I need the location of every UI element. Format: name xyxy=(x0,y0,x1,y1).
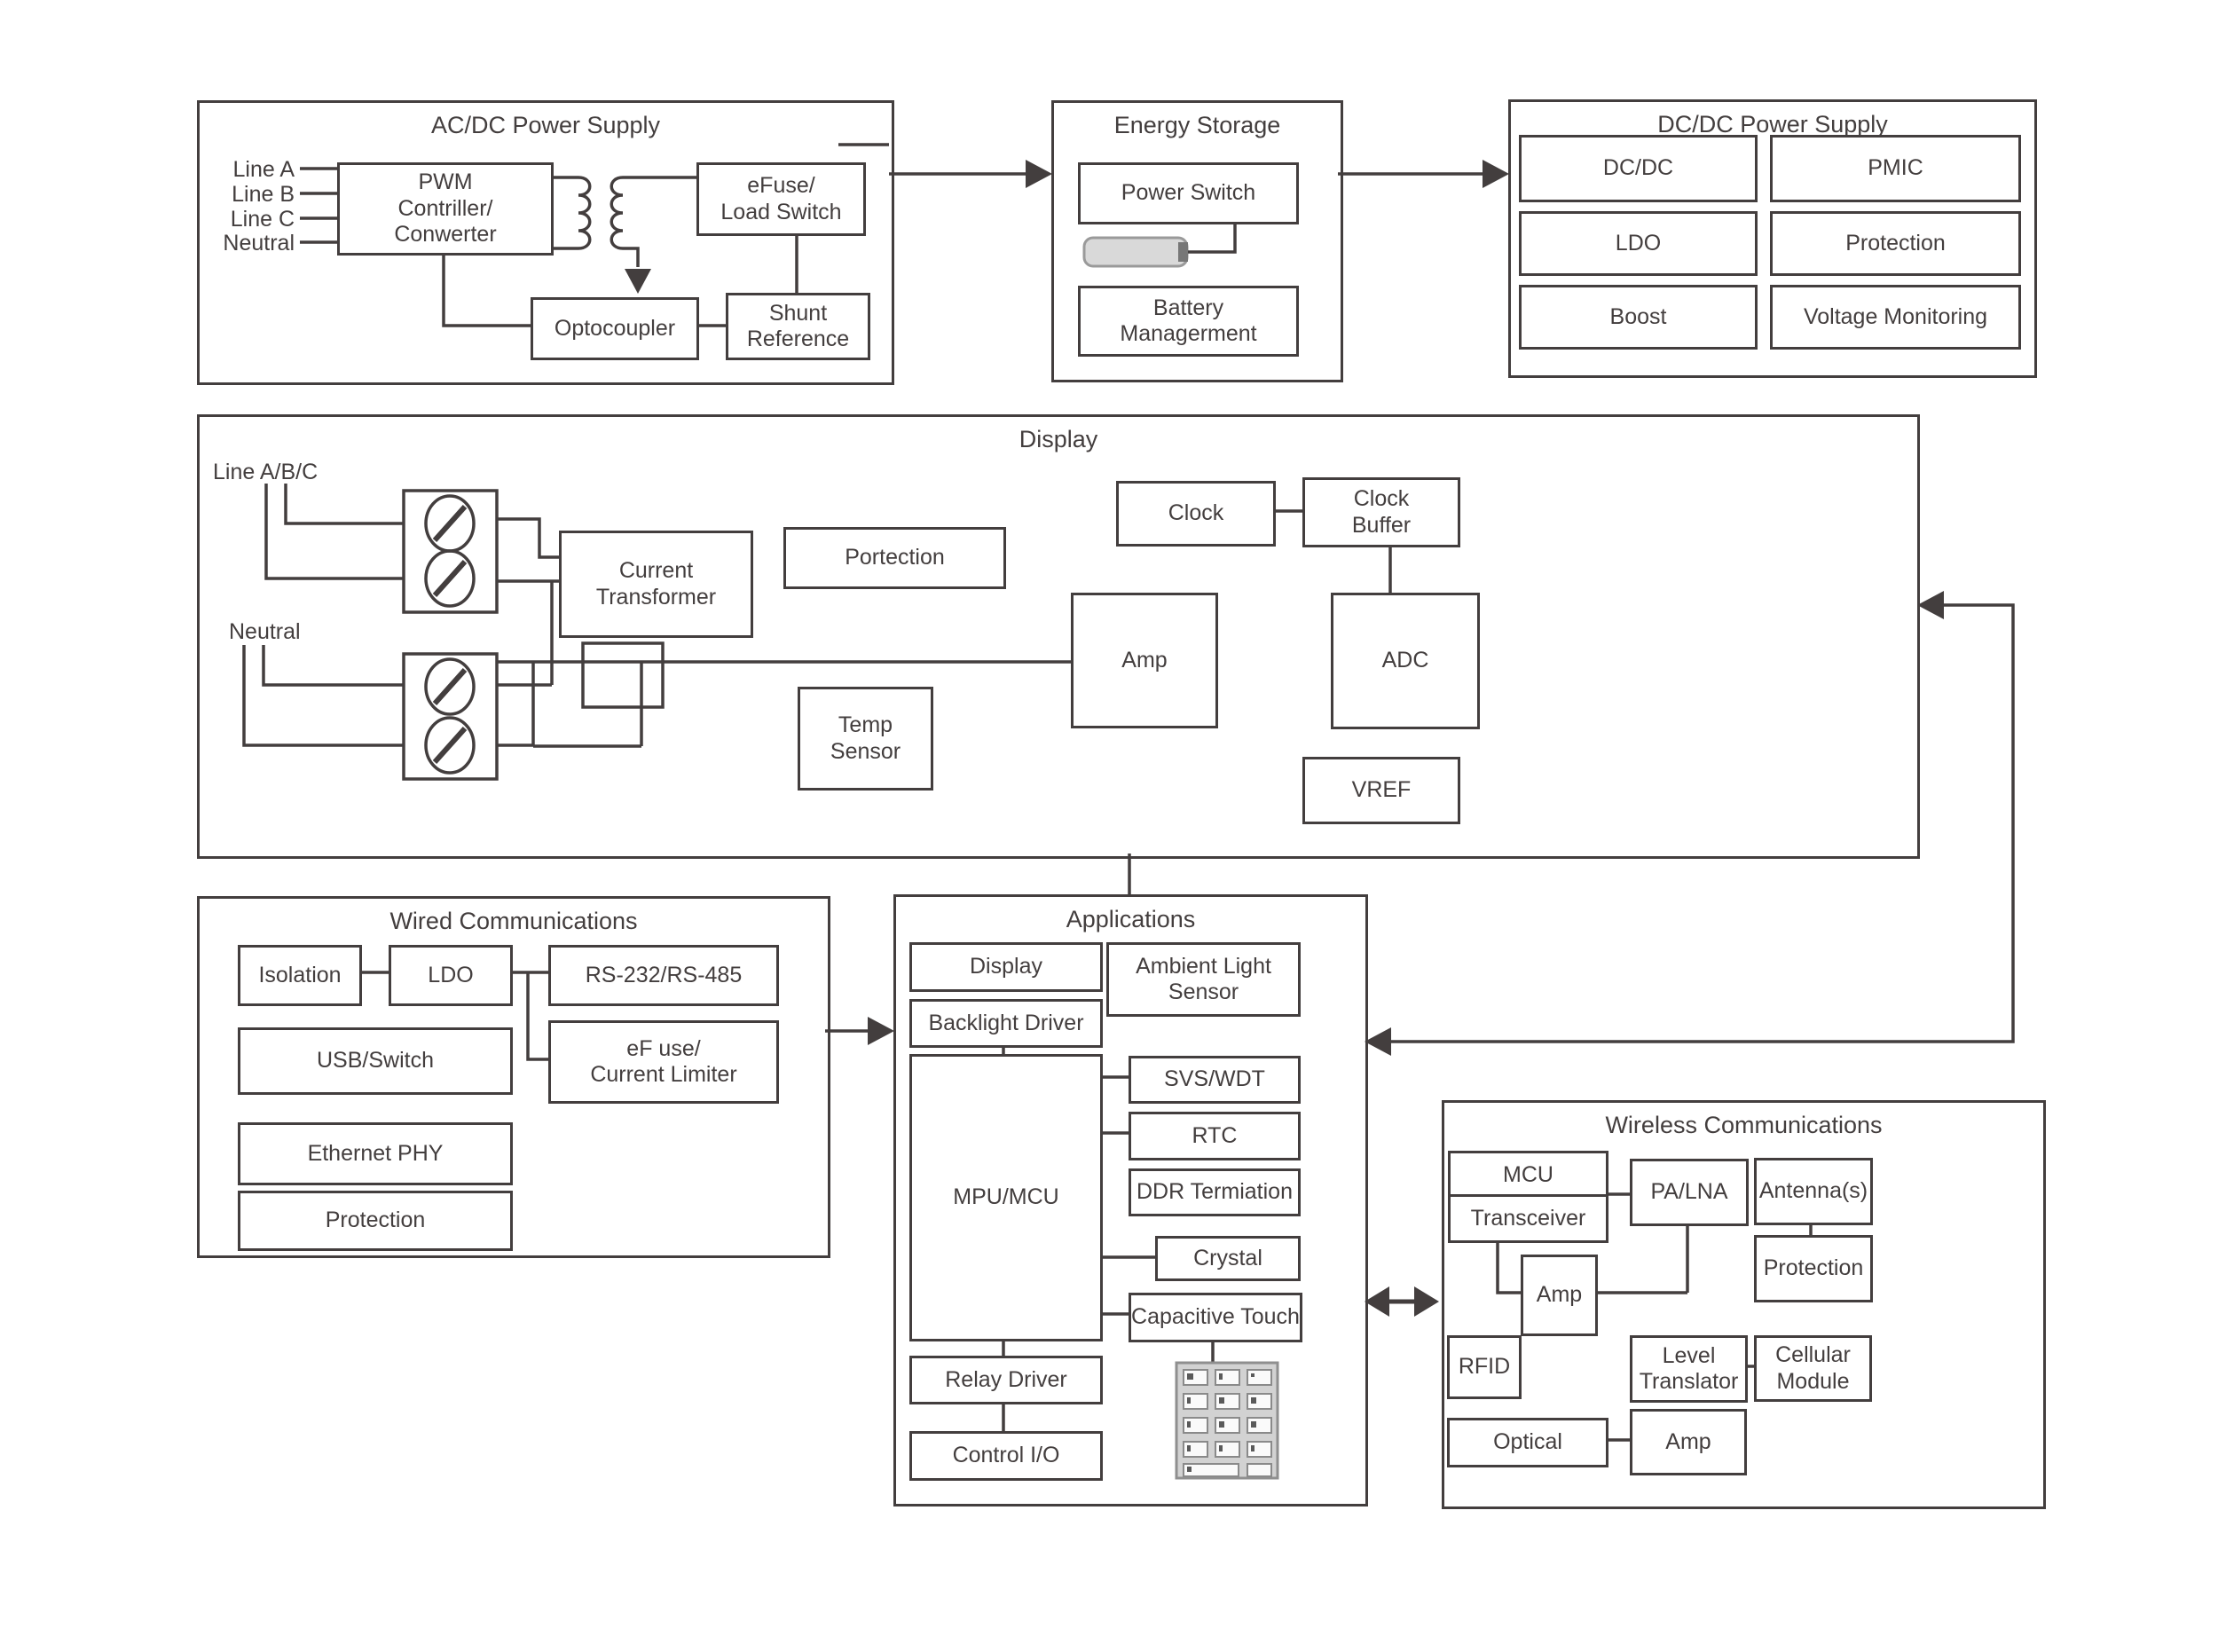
wired-to-apps-arrow xyxy=(825,1017,894,1045)
screw-terminal-icon xyxy=(402,652,499,781)
pmic-box: PMIC xyxy=(1770,135,2021,202)
section-title: Display xyxy=(1019,426,1098,452)
pwm-opto-line xyxy=(442,250,531,327)
routing-to-display-arrow xyxy=(1365,591,2015,1056)
efuse-load-switch-box: eFuse/ Load Switch xyxy=(696,162,866,236)
section-display: Display xyxy=(197,414,1920,859)
keypad-icon xyxy=(1175,1361,1279,1480)
crystal-box: Crystal xyxy=(1155,1236,1301,1281)
wireless-mcu-box: MCU xyxy=(1448,1151,1608,1200)
efuse-current-limiter-box: eF use/ Current Limiter xyxy=(548,1020,779,1104)
protection-box: Protection xyxy=(1770,211,2021,276)
input-label-line-c: Line C xyxy=(230,207,295,232)
cellular-module-box: Cellular Module xyxy=(1754,1335,1872,1402)
acdc-input-stub-lines xyxy=(300,167,337,244)
ldo-box: LDO xyxy=(1519,211,1758,276)
apps-internal-wires xyxy=(1002,1042,1215,1431)
ethernet-phy-box: Ethernet PHY xyxy=(238,1122,513,1185)
svs-wdt-box: SVS/WDT xyxy=(1129,1056,1301,1104)
relay-driver-box: Relay Driver xyxy=(909,1356,1103,1404)
section-title: Applications xyxy=(1066,906,1196,932)
down-arrow-icon xyxy=(625,269,651,294)
ddr-termination-box: DDR Termiation xyxy=(1129,1168,1301,1216)
dcdc-box: DC/DC xyxy=(1519,135,1758,202)
input-label-line-a: Line A xyxy=(232,157,295,182)
terminal-to-ct-wires xyxy=(497,517,559,747)
input-label-line-b: Line B xyxy=(232,182,295,207)
line-abc-label: Line A/B/C xyxy=(213,460,319,484)
section-title: AC/DC Power Supply xyxy=(430,112,661,138)
usb-switch-box: USB/Switch xyxy=(238,1027,513,1095)
section-applications: Applications xyxy=(893,894,1368,1506)
acdc-to-energy-arrow xyxy=(889,160,1052,188)
optical-box: Optical xyxy=(1447,1418,1608,1467)
pwm-controller-box: PWM Contriller/ Conwerter xyxy=(337,162,554,256)
control-io-box: Control I/O xyxy=(909,1431,1103,1481)
section-title: Wired Communications xyxy=(389,908,638,934)
isolation-box: Isolation xyxy=(238,945,362,1006)
vref-box: VREF xyxy=(1302,757,1460,824)
section-title: Wireless Communications xyxy=(1605,1112,1883,1138)
optocoupler-box: Optocoupler xyxy=(531,297,699,360)
current-sense-wires xyxy=(497,641,1071,748)
capacitive-touch-box: Capacitive Touch xyxy=(1129,1293,1302,1342)
ldo-box: LDO xyxy=(389,945,513,1006)
rs232-rs485-box: RS-232/RS-485 xyxy=(548,945,779,1006)
battery-switch-line xyxy=(1188,219,1237,254)
protection-box: Protection xyxy=(238,1191,513,1251)
wired-internal-wires xyxy=(357,971,548,1061)
rfid-box: RFID xyxy=(1447,1335,1522,1399)
section-title: Energy Storage xyxy=(1113,112,1281,138)
clock-box: Clock xyxy=(1116,481,1276,547)
ambient-light-sensor-box: Ambient Light Sensor xyxy=(1106,942,1301,1017)
screw-terminal-icon xyxy=(402,489,499,614)
temp-sensor-box: Temp Sensor xyxy=(798,687,933,791)
voltage-monitoring-box: Voltage Monitoring xyxy=(1770,285,2021,350)
wireless-amp-lower-box: Amp xyxy=(1630,1409,1747,1475)
app-display-box: Display xyxy=(909,942,1103,992)
pa-lna-box: PA/LNA xyxy=(1630,1159,1749,1226)
adc-box: ADC xyxy=(1331,593,1480,729)
input-label-neutral: Neutral xyxy=(223,231,295,256)
power-switch-box: Power Switch xyxy=(1078,162,1299,224)
amp-box: Amp xyxy=(1071,593,1218,728)
section-acdc-power-supply: AC/DC Power Supply xyxy=(197,100,894,385)
line-abc-wires xyxy=(264,484,404,580)
transceiver-box: Transceiver xyxy=(1448,1194,1608,1243)
section-title: DC/DC Power Supply xyxy=(1657,111,1888,138)
mpu-mcu-box: MPU/MCU xyxy=(909,1054,1103,1341)
current-transformer-box: Current Transformer xyxy=(559,531,753,638)
apps-wireless-double-arrow xyxy=(1365,1286,1439,1317)
rtc-box: RTC xyxy=(1129,1112,1301,1160)
section-energy-storage: Energy Storage xyxy=(1051,100,1343,382)
antennas-box: Antenna(s) xyxy=(1754,1158,1873,1225)
wireless-amp-upper-box: Amp xyxy=(1521,1255,1598,1336)
shunt-reference-box: Shunt Reference xyxy=(726,293,870,360)
energy-to-dcdc-arrow xyxy=(1338,160,1509,188)
battery-management-box: Battery Managerment xyxy=(1078,286,1299,357)
portection-box: Portection xyxy=(783,527,1006,589)
battery-icon xyxy=(1082,236,1189,268)
clock-buffer-box: Clock Buffer xyxy=(1302,477,1460,547)
section-dcdc-power-supply: DC/DC Power Supply xyxy=(1508,99,2037,378)
backlight-driver-box: Backlight Driver xyxy=(909,999,1103,1048)
neutral-wires xyxy=(242,645,404,747)
neutral-label: Neutral xyxy=(229,619,301,644)
wireless-protection-box: Protection xyxy=(1754,1235,1873,1302)
section-wireless-communications: Wireless Communications xyxy=(1442,1100,2046,1509)
boost-box: Boost xyxy=(1519,285,1758,350)
section-wired-communications: Wired Communications xyxy=(197,896,830,1258)
level-translator-box: Level Translator xyxy=(1630,1335,1748,1403)
